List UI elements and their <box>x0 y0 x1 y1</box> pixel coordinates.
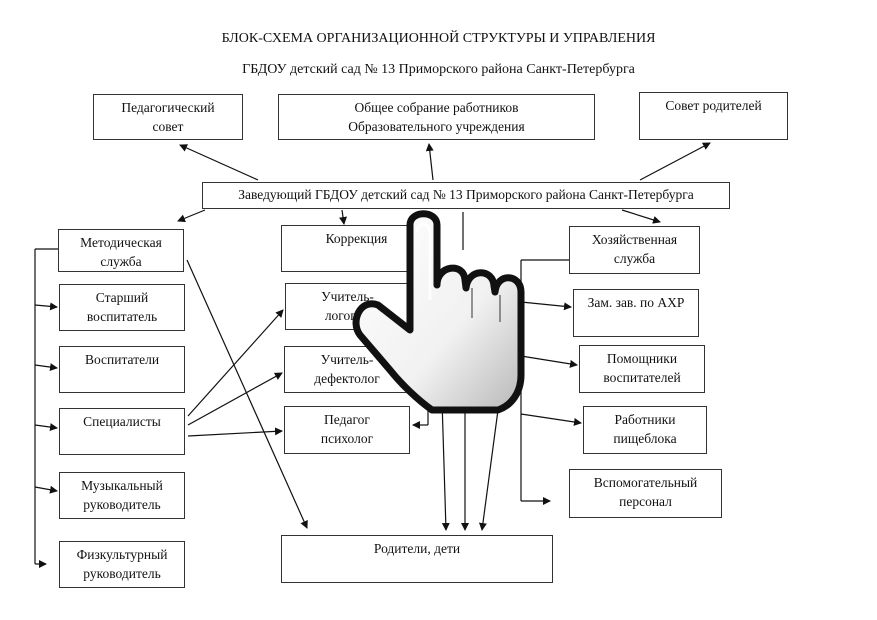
arrow-head-to-method-service <box>177 209 206 223</box>
box-parents-council: Совет родителей <box>639 92 788 140</box>
box-deputy-ahr: Зам. зав. по АХР <box>573 289 699 337</box>
arrow-to-senior <box>34 302 58 311</box>
arrow-head-to-household <box>621 209 661 224</box>
box-senior-educator: Старший воспитатель <box>59 284 185 331</box>
box-household-service: Хозяйственная служба <box>569 226 700 274</box>
box-psychologist: Педагог психолог <box>284 406 410 454</box>
diagram-subtitle: ГБДОУ детский сад № 13 Приморского район… <box>242 62 635 77</box>
box-educators: Воспитатели <box>59 346 185 393</box>
arrow-to-ahr <box>520 301 572 311</box>
arrow-down-1 <box>441 399 450 531</box>
box-specialists: Специалисты <box>59 408 185 455</box>
box-kitchen-staff: Работники пищеблока <box>583 406 707 454</box>
box-pe-director: Физкультурный руководитель <box>59 541 185 588</box>
arrow-specialists-to-defect <box>187 372 283 426</box>
arrow-head-to-general-meeting <box>425 143 434 181</box>
arrow-to-specialists <box>34 423 58 432</box>
box-head: Заведующий ГБДОУ детский сад № 13 Примор… <box>202 182 730 209</box>
arrow-to-assistants <box>520 355 578 368</box>
box-music-director: Музыкальный руководитель <box>59 472 185 519</box>
arrow-to-educators <box>34 363 58 372</box>
box-pedagogical-council: Педагогический совет <box>93 94 243 140</box>
arrow-to-kitchen <box>520 413 582 426</box>
box-support-staff: Вспомогательный персонал <box>569 469 722 518</box>
box-educator-assistants: Помощники воспитателей <box>579 345 705 393</box>
box-parents-children: Родители, дети <box>281 535 553 583</box>
box-methodical-service: Методическая служба <box>58 229 184 272</box>
arrow-specialists-to-speech <box>187 309 284 417</box>
arrow-to-music <box>34 485 58 494</box>
arrow-head-to-parents-council <box>639 142 711 181</box>
box-general-meeting: Общее собрание работников Образовательно… <box>278 94 595 140</box>
arrow-down-3 <box>478 394 501 531</box>
arrow-method-to-parents <box>186 259 308 529</box>
arrow-head-to-ped-council <box>179 144 259 181</box>
diagram-title: БЛОК-СХЕМА ОРГАНИЗАЦИОННОЙ СТРУКТУРЫ И У… <box>221 31 656 46</box>
arrow-specialists-to-psych <box>187 427 283 437</box>
arrow-head-to-correction <box>339 209 347 225</box>
